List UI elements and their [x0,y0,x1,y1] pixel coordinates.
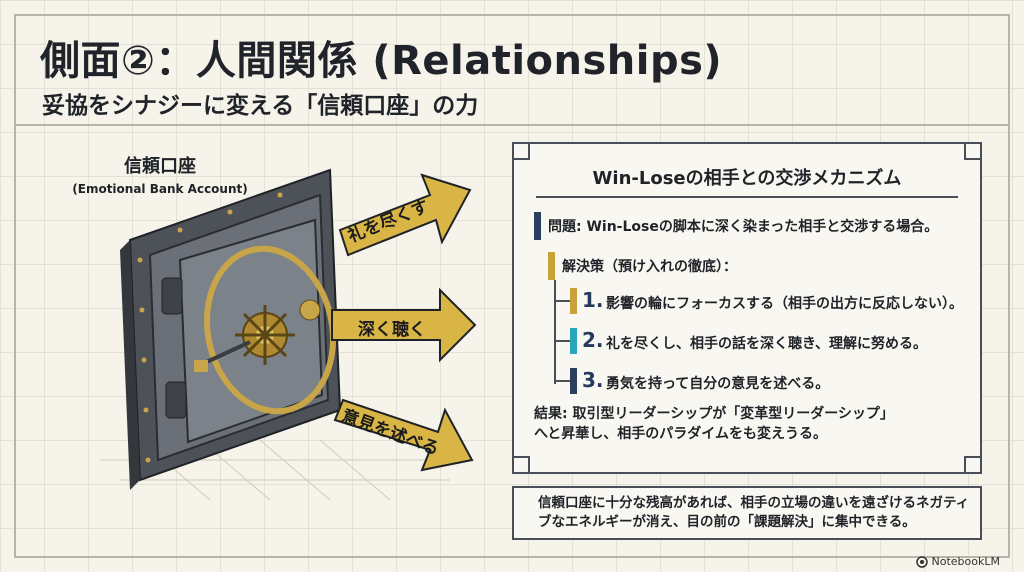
arrow-label-listen: 深く聴く [358,320,426,340]
title-divider [14,124,1010,126]
arrow-2-icon [331,287,477,363]
vault-label-en: (Emotional Bank Account) [72,182,248,196]
summary-note: 信頼口座に十分な残高があれば、相手の立場の違いを遠ざけるネガティ ブなエネルギー… [512,486,982,540]
mechanism-panel: Win-Loseの相手との交渉メカニズム 問題: Win-Loseの脚本に深く染… [512,142,982,474]
solution-bar [548,252,555,280]
step-3-text: 勇気を持って自分の意見を述べる。 [606,376,830,392]
page-frame [14,14,1010,558]
step-1-bar [570,288,577,314]
page-subtitle: 妥協をシナジーに変える「信頼口座」の力 [42,93,479,119]
tree-connector [554,340,570,342]
vault-label-jp: 信頼口座 [124,156,196,177]
step-3-bar [570,368,577,394]
result-text: 結果: 取引型リーダーシップが「変革型リーダーシップ」 へと昇華し、相手のパラダ… [534,404,894,444]
result-line-1: 結果: 取引型リーダーシップが「変革型リーダーシップ」 [534,406,894,422]
step-1-number: 1. [582,288,604,312]
vault-body-icon [120,168,342,490]
tree-connector [554,380,570,382]
arrow-1-icon [338,173,472,257]
summary-note-line-1: 信頼口座に十分な残高があれば、相手の立場の違いを遠ざけるネガティ [538,495,970,511]
summary-note-text: 信頼口座に十分な残高があれば、相手の立場の違いを遠ざけるネガティ ブなエネルギー… [538,494,969,532]
problem-bar [534,212,541,240]
step-2-number: 2. [582,328,604,352]
step-2-text: 礼を尽くし、相手の話を深く聴き、理解に努める。 [606,336,928,352]
step-2-bar [570,328,577,354]
panel-title-divider [536,196,958,198]
vault-label: 信頼口座 (Emotional Bank Account) [60,152,260,196]
tree-connector [554,280,556,384]
page-title: 側面②：人間関係 (Relationships) [40,38,723,84]
panel-corner-icon [964,142,982,160]
summary-note-line-2: ブなエネルギーが消え、目の前の「課題解決」に集中できる。 [538,514,916,530]
panel-corner-icon [512,456,530,474]
vault-illustration [100,168,477,500]
tree-connector [554,300,570,302]
panel-title: Win-Loseの相手との交渉メカニズム [592,168,902,189]
arrow-3-icon [333,398,474,472]
step-1-text: 影響の輪にフォーカスする（相手の出方に反応しない）。 [606,296,963,312]
problem-text: 問題: Win-Loseの脚本に深く染まった相手と交渉する場合。 [548,219,939,235]
panel-corner-icon [512,142,530,160]
solution-text: 解決策（預け入れの徹底）： [562,259,737,275]
brand-label: NotebookLM [931,555,1000,568]
step-3-number: 3. [582,368,604,392]
brand-watermark: NotebookLM [915,555,1000,568]
panel-corner-icon [964,456,982,474]
notebooklm-logo-icon [915,555,928,568]
result-line-2: へと昇華し、相手のパラダイムをも変えうる。 [534,426,828,442]
